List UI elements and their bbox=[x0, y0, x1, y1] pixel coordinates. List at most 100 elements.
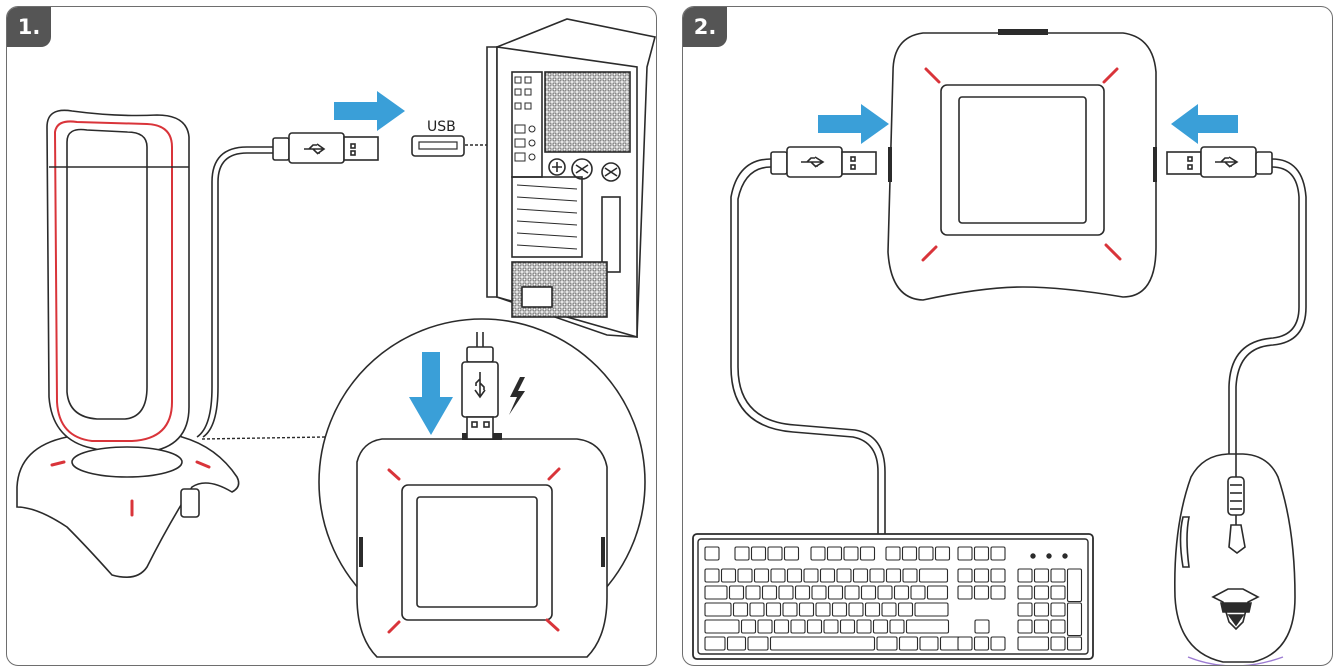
keyboard-key bbox=[704, 602, 732, 617]
keyboard-key bbox=[843, 546, 859, 561]
keyboard-key bbox=[836, 568, 852, 583]
keyboard-key bbox=[798, 602, 815, 617]
keyboard-key bbox=[753, 568, 770, 583]
keyboard-key bbox=[844, 585, 860, 600]
usb-plug-icon bbox=[1166, 146, 1273, 178]
keyboard-key bbox=[898, 636, 919, 651]
keyboard-key bbox=[934, 546, 951, 561]
power-bolt-icon bbox=[509, 377, 525, 415]
keyboard-key bbox=[990, 546, 1006, 561]
keyboard-key bbox=[852, 568, 869, 583]
keyboard-key bbox=[973, 568, 990, 583]
keyboard-key bbox=[749, 602, 765, 617]
keyboard-key bbox=[704, 568, 720, 583]
keyboard-key bbox=[1066, 568, 1083, 603]
step-2-panel: 2. bbox=[682, 6, 1333, 666]
keyboard bbox=[692, 533, 1094, 660]
keyboard-key bbox=[770, 568, 786, 583]
step-2-illustration bbox=[692, 29, 1307, 665]
keyboard-key bbox=[973, 546, 990, 561]
keyboard-key bbox=[869, 568, 885, 583]
keyboard-key bbox=[786, 568, 803, 583]
keyboard-key bbox=[957, 546, 973, 561]
gaming-mouse bbox=[1174, 453, 1296, 665]
keyboard-key bbox=[902, 568, 918, 583]
keyboard-key bbox=[856, 619, 872, 634]
keyboard-key bbox=[990, 636, 1006, 651]
keyboard-key bbox=[918, 568, 949, 583]
keyboard-key bbox=[823, 619, 839, 634]
keyboard-key bbox=[864, 602, 881, 617]
keyboard-key bbox=[885, 568, 902, 583]
keyboard-key bbox=[1033, 602, 1050, 617]
keyboard-key bbox=[973, 585, 990, 600]
keyboard-key bbox=[815, 602, 831, 617]
trust-gxt-logo bbox=[1211, 588, 1260, 631]
keyboard-key bbox=[910, 585, 926, 600]
keyboard-key bbox=[732, 602, 749, 617]
keyboard-key bbox=[990, 585, 1006, 600]
arrow-down-icon bbox=[409, 352, 453, 435]
usb-plug-icon bbox=[770, 146, 877, 178]
keyboard-key bbox=[794, 585, 811, 600]
keyboard-key bbox=[803, 568, 819, 583]
arrow-right-icon bbox=[334, 91, 405, 131]
keyboard-key bbox=[1033, 568, 1050, 583]
keyboard-key bbox=[1017, 602, 1033, 617]
keyboard-key bbox=[757, 619, 773, 634]
keyboard-key bbox=[973, 636, 990, 651]
keyboard-key bbox=[790, 619, 806, 634]
keyboard-key bbox=[1050, 636, 1066, 651]
keyboard-key bbox=[747, 636, 769, 651]
keyboard-key bbox=[1017, 636, 1050, 651]
keyboard-key bbox=[1050, 585, 1066, 600]
keyboard-key bbox=[1050, 619, 1066, 634]
keyboard-key bbox=[974, 619, 990, 634]
keyboard-key bbox=[881, 602, 897, 617]
keyboard-key bbox=[860, 585, 877, 600]
keyboard-key bbox=[1050, 602, 1066, 617]
keyboard-key bbox=[1066, 636, 1083, 651]
keyboard-key bbox=[1017, 585, 1033, 600]
keyboard-key bbox=[745, 585, 761, 600]
keyboard-key bbox=[810, 546, 826, 561]
step-1-panel: 1. bbox=[6, 6, 657, 666]
keyboard-key bbox=[767, 546, 783, 561]
keyboard-key bbox=[889, 619, 905, 634]
keyboard-key bbox=[704, 619, 740, 634]
usb-cable bbox=[196, 146, 275, 438]
keyboard-key bbox=[905, 619, 950, 634]
keyboard-cable bbox=[730, 158, 879, 534]
keyboard-key bbox=[872, 619, 889, 634]
keyboard-key bbox=[957, 636, 973, 651]
keyboard-key bbox=[877, 585, 893, 600]
keyboard-key bbox=[1017, 619, 1033, 634]
headset-stand bbox=[16, 109, 240, 578]
zoom-detail-circle bbox=[318, 318, 646, 658]
keyboard-key bbox=[806, 619, 823, 634]
keyboard-key bbox=[918, 546, 934, 561]
keyboard-key bbox=[919, 636, 939, 651]
usb-port-label: USB bbox=[427, 119, 456, 135]
keyboard-key bbox=[885, 546, 901, 561]
keyboard-key bbox=[990, 568, 1006, 583]
keyboard-key bbox=[811, 585, 827, 600]
arrow-left-icon bbox=[1171, 104, 1238, 144]
usb-hub bbox=[887, 29, 1157, 301]
keyboard-key bbox=[720, 568, 737, 583]
keyboard-key bbox=[773, 619, 790, 634]
keyboard-key bbox=[761, 585, 778, 600]
keyboard-key bbox=[848, 602, 864, 617]
keyboard-key bbox=[740, 619, 757, 634]
keyboard-key bbox=[728, 585, 745, 600]
keyboard-key bbox=[704, 585, 728, 600]
keyboard-key bbox=[926, 585, 949, 600]
keyboard-key bbox=[826, 546, 843, 561]
keyboard-key bbox=[1066, 602, 1083, 637]
keyboard-key bbox=[737, 568, 753, 583]
usb-plug-icon bbox=[272, 132, 379, 164]
stand-led-indicators bbox=[50, 460, 211, 517]
step-1-illustration: USB bbox=[16, 18, 656, 658]
keyboard-key bbox=[957, 585, 973, 600]
keyboard-key bbox=[831, 602, 848, 617]
